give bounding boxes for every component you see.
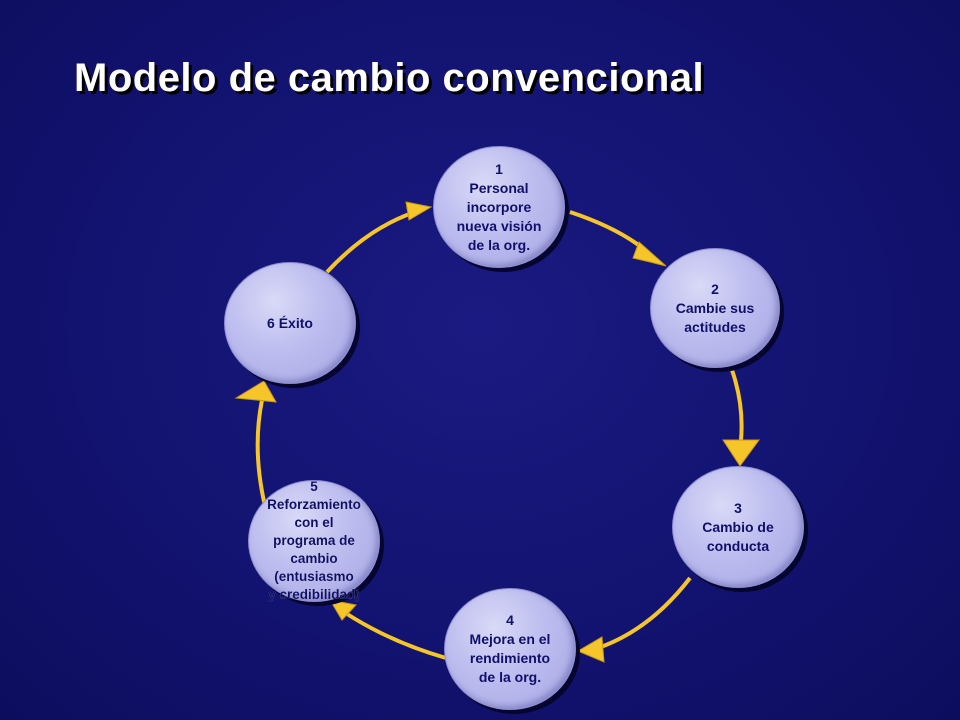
arrow-head-2-to-3 (722, 439, 760, 467)
arrow-2-to-3 (730, 369, 744, 441)
cycle-node-2-label: 2 Cambie sus actitudes (675, 280, 755, 335)
cycle-node-6-label: 6 Éxito (267, 314, 313, 331)
slide-title: Modelo de cambio convencional (74, 56, 705, 100)
cycle-node-4-label: 4 Mejora en el rendimiento de la org. (469, 612, 551, 685)
cycle-node-1: 1 Personal incorpore nueva visión de la … (433, 146, 565, 268)
arrow-4-to-5 (342, 610, 447, 660)
arrow-head-4-to-5 (328, 599, 357, 621)
arrow-head-6-to-1 (405, 201, 433, 221)
cycle-node-6: 6 Éxito (224, 262, 356, 384)
arrow-1-to-2 (569, 210, 647, 252)
arrow-head-3-to-4 (576, 636, 605, 663)
arrow-head-5-to-6 (234, 380, 277, 403)
cycle-node-5-label: 5 Reforzamiento con el programa de cambi… (267, 479, 361, 602)
arrow-5-to-6 (255, 399, 267, 507)
cycle-node-3-label: 3 Cambio de conducta (702, 499, 774, 554)
cycle-node-5: 5 Reforzamiento con el programa de cambi… (248, 479, 380, 602)
arrow-3-to-4 (597, 576, 692, 650)
cycle-node-2: 2 Cambie sus actitudes (650, 248, 780, 368)
cycle-node-1-label: 1 Personal incorpore nueva visión de la … (456, 160, 542, 253)
arrow-head-1-to-2 (632, 241, 667, 267)
arrow-6-to-1 (325, 210, 416, 274)
cycle-node-3: 3 Cambio de conducta (672, 466, 804, 588)
cycle-node-4: 4 Mejora en el rendimiento de la org. (444, 588, 576, 710)
